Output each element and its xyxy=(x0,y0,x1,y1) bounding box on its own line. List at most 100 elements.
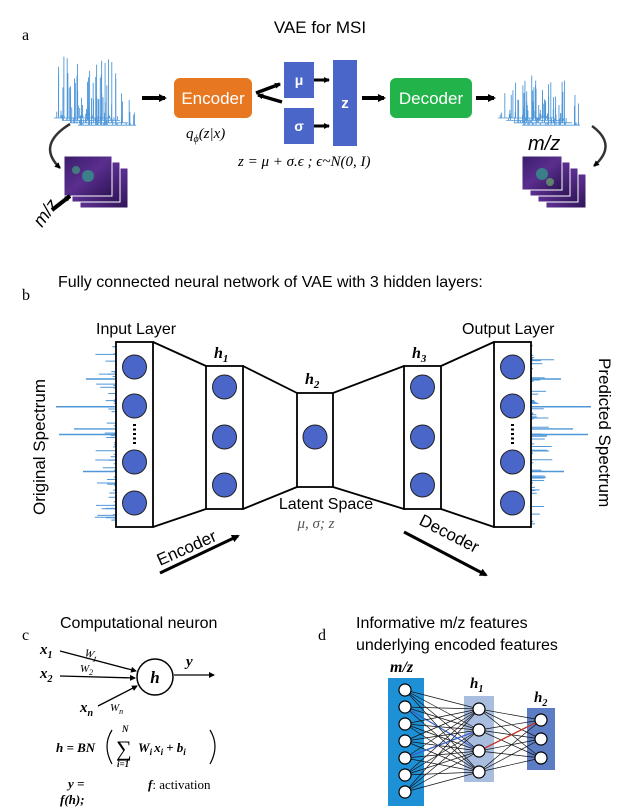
neuron-node xyxy=(136,658,174,696)
d-link xyxy=(478,719,542,752)
d-link xyxy=(404,750,480,759)
panel-d-title-line2: underlying encoded features xyxy=(356,637,558,654)
sum-symbol: ∑ xyxy=(116,736,132,761)
d-link xyxy=(478,708,542,759)
z-label: z xyxy=(341,95,349,112)
d-link xyxy=(404,771,480,793)
d-link xyxy=(478,750,542,759)
input-layer-label: Input Layer xyxy=(96,321,177,338)
d-h2-node xyxy=(534,713,548,727)
d-connections xyxy=(404,689,542,793)
mu-box xyxy=(284,62,314,98)
d-link xyxy=(404,729,480,759)
d-mz-node xyxy=(398,751,412,765)
mz-left-label: m/z xyxy=(29,195,62,230)
sum-lower-limit: i=1 xyxy=(117,759,129,769)
d-link xyxy=(478,729,542,759)
input-msi-image-stack xyxy=(63,155,129,209)
d-link xyxy=(404,740,480,752)
h1-neuron xyxy=(212,374,237,400)
panel-d-title-line1: Informative m/z features xyxy=(356,615,528,632)
w2-label: W2 xyxy=(80,663,93,677)
mz-layer-label: m/z xyxy=(390,659,414,676)
d-h2-label: h2 xyxy=(534,690,547,709)
input-neuron xyxy=(122,354,147,380)
d-mz-node xyxy=(398,785,412,799)
wn-label: Wn xyxy=(110,702,123,716)
encoder-box xyxy=(174,78,252,118)
q-phi-label: qϕ(z|x) xyxy=(186,126,225,145)
d-link xyxy=(404,729,480,793)
sigma-label: σ xyxy=(294,118,304,134)
d-mz-node xyxy=(398,768,412,782)
panel-d: d Informative m/z features underlying en… xyxy=(318,615,558,806)
input-neuron xyxy=(122,490,147,516)
panel-a-title: VAE for MSI xyxy=(274,18,366,37)
panel-c: c Computational neuron x1 x2 xn W1 W2 Wn… xyxy=(22,615,217,807)
d-link xyxy=(404,689,480,752)
left-cycle-arrow xyxy=(48,122,71,169)
formula-right-paren xyxy=(209,729,216,765)
output-neuron xyxy=(500,449,525,475)
mz-right-label: m/z xyxy=(528,133,560,155)
d-link xyxy=(478,719,542,731)
d-link xyxy=(404,706,480,773)
wn-arrow xyxy=(97,685,138,707)
d-link xyxy=(404,706,480,710)
d-mz-node xyxy=(398,700,412,714)
neuron-h-label: h xyxy=(150,668,159,687)
panel-b: b Fully connected neural network of VAE … xyxy=(22,274,614,577)
d-link xyxy=(478,719,542,773)
panel-c-title: Computational neuron xyxy=(60,615,217,632)
x1-label: x1 xyxy=(39,642,53,661)
h2-label: h2 xyxy=(305,371,320,391)
d-mz-node xyxy=(398,683,412,697)
d-h1-node xyxy=(472,723,486,737)
z-box xyxy=(333,60,357,146)
xn-label: xn xyxy=(79,700,94,719)
output-neuron xyxy=(500,490,525,516)
d-link xyxy=(404,708,480,793)
w2-arrow xyxy=(59,674,136,681)
d-link xyxy=(404,729,480,776)
output-layer-label: Output Layer xyxy=(462,321,555,338)
y-function: f(h); xyxy=(60,792,85,807)
panel-c-letter: c xyxy=(22,627,29,644)
predicted-spectrum-plot xyxy=(531,345,591,525)
output-msi-image-stack xyxy=(521,155,587,209)
sigma-box xyxy=(284,108,314,144)
h1-neuron xyxy=(212,472,237,498)
latent-space-label: Latent Space xyxy=(279,496,373,513)
d-h2-node xyxy=(534,732,548,746)
d-h2-node xyxy=(534,751,548,765)
d-h1-node xyxy=(472,765,486,779)
panel-a-letter: a xyxy=(22,27,29,44)
h2-neuron xyxy=(302,424,328,450)
w1-arrow xyxy=(59,650,137,673)
h3-label: h3 xyxy=(412,345,427,365)
right-cycle-arrow xyxy=(591,124,607,167)
x2-label: x2 xyxy=(39,666,53,685)
d-link xyxy=(404,723,480,731)
d-link xyxy=(404,757,480,773)
original-spectrum-plot xyxy=(56,346,116,521)
d-link xyxy=(404,723,480,773)
panel-b-title: Fully connected neural network of VAE wi… xyxy=(58,274,483,291)
d-h1-node xyxy=(472,744,486,758)
mu-label: μ xyxy=(295,72,304,88)
d-nodes xyxy=(398,683,548,799)
h3-neuron xyxy=(410,374,435,400)
h3-neuron xyxy=(410,472,435,498)
h1-label: h1 xyxy=(214,345,228,365)
d-link xyxy=(404,729,480,742)
neuron-y-label: y xyxy=(184,654,193,670)
reparameterization-formula: z = μ + σ.ϵ ; ϵ~N(0, I) xyxy=(237,154,370,170)
w1-label: W1 xyxy=(83,647,99,664)
decoder-label: Decoder xyxy=(399,89,464,108)
original-spectrum-label: Original Spectrum xyxy=(30,379,49,515)
d-link xyxy=(478,729,542,740)
predicted-spectrum-label: Predicted Spectrum xyxy=(595,358,614,507)
d-link xyxy=(404,708,480,742)
